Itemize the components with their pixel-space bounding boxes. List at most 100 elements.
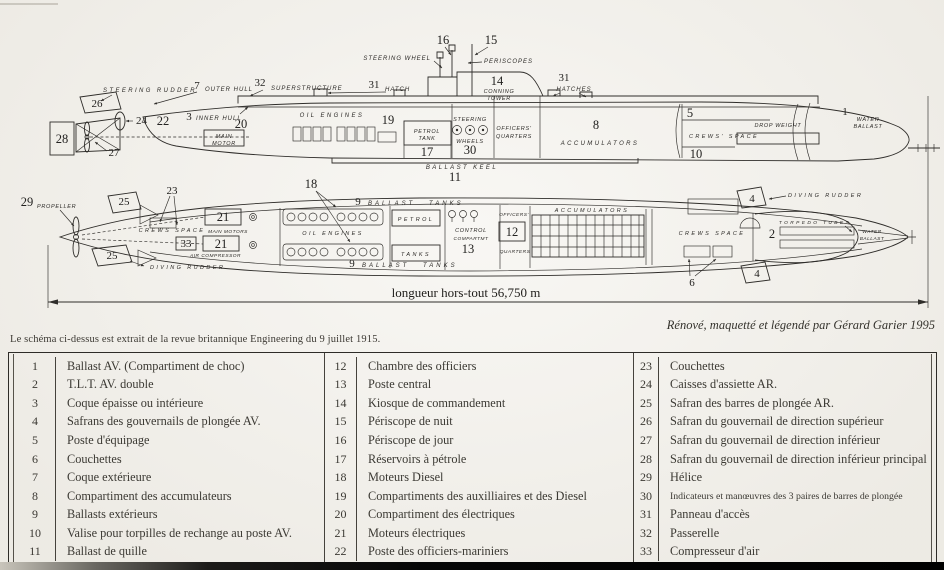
side-num-26: 26 — [92, 98, 104, 110]
plan-bulkheads — [279, 205, 754, 270]
table-row: 13 Poste central — [325, 375, 633, 395]
propeller-blade-lower — [84, 137, 90, 153]
side-label-outer-hull: OUTER HULL — [205, 87, 253, 93]
legend-number: 4 — [32, 414, 38, 429]
legend-text: Compartiment des électriques — [356, 505, 633, 524]
dimension-label: longueur hors-tout 56,750 m — [392, 285, 541, 300]
side-label-tank: TANK — [418, 136, 435, 142]
legend-text: Réservoirs à pétrole — [356, 449, 633, 469]
side-num-31-hatch: 31 — [369, 79, 380, 91]
ballast-keel-strip — [331, 158, 639, 164]
side-label-water-ballast: BALLAST — [853, 124, 882, 130]
side-label-steering: STEERING — [453, 117, 487, 123]
side-num-30: 30 — [464, 143, 477, 157]
plan-num-29: 29 — [21, 195, 34, 209]
conning-tower — [427, 71, 544, 97]
side-num-16: 16 — [437, 33, 450, 47]
legend-number: 22 — [334, 544, 347, 559]
side-label-petrol: PETROL — [414, 129, 440, 135]
legend-text: Ballast AV. (Compartiment de choc) — [55, 357, 324, 376]
side-num-28: 28 — [56, 132, 69, 146]
legend-text: Poste des officiers-mariniers — [356, 542, 633, 562]
legend-number: 30 — [640, 488, 652, 503]
periscope-masts — [436, 44, 473, 96]
source-note: Le schéma ci-dessus est extrait de la re… — [10, 334, 381, 345]
side-label-wheels: WHEELS — [456, 139, 483, 145]
table-row: 24 Caisses d'assiette AR. — [634, 375, 930, 395]
propeller-blade-upper — [84, 121, 90, 137]
legend-number: 31 — [640, 507, 652, 522]
credit-line: Rénové, maquetté et légendé par Gérard G… — [666, 318, 935, 332]
table-row: 19 Compartiments des auxilliaires et des… — [325, 486, 633, 506]
overall-length-dimension: longueur hors-tout 56,750 m — [47, 96, 929, 308]
side-label-tower: TOWER — [487, 96, 511, 102]
plan-label-control: CONTROL — [455, 228, 487, 234]
side-num-7: 7 — [194, 80, 200, 92]
table-row: 33 Compresseur d'air — [634, 542, 930, 562]
crew-gear-box — [149, 217, 177, 229]
plan-label-water: WATER — [862, 229, 881, 235]
legend-text: Safran des barres de plongée AR. — [658, 394, 930, 413]
legend-number: 1 — [32, 358, 38, 373]
side-num-5: 5 — [687, 106, 693, 120]
legend-text: Coque épaisse ou intérieure — [55, 394, 324, 413]
plan-label-ballast-tanks-bottom: BALLAST TANKS — [362, 263, 458, 269]
legend-table: 1 Ballast AV. (Compartiment de choc) 2 T… — [8, 352, 937, 570]
table-row: 21 Moteurs électriques — [325, 523, 633, 543]
plan-shafts — [81, 216, 206, 245]
accumulator-grid — [531, 214, 645, 258]
legend-number: 2 — [32, 377, 38, 392]
table-row: 14 Kiosque de commandement — [325, 394, 633, 413]
side-bulkheads — [451, 96, 811, 161]
officers-quarters-box — [498, 221, 526, 242]
side-label-accumulators: ACCUMULATORS — [560, 141, 640, 147]
main-motor-box-top — [204, 208, 242, 226]
legend-number: 24 — [640, 377, 652, 392]
table-row: 15 Périscope de nuit — [325, 412, 633, 432]
side-label-quarters: QUARTERS — [496, 134, 532, 140]
side-hatch-bumps — [313, 88, 593, 98]
side-num-20: 20 — [235, 117, 248, 131]
side-label-periscopes: PERISCOPES — [484, 59, 533, 65]
legend-number: 10 — [29, 525, 41, 540]
table-row: 29 Hélice — [634, 468, 930, 487]
legend-text: Caisses d'assiette AR. — [658, 375, 930, 395]
table-row: 30 Indicateurs et manœuvres des 3 paires… — [634, 486, 930, 506]
legend-text: Moteurs électriques — [356, 523, 633, 543]
bow-spar-ticks — [917, 144, 935, 152]
table-row: 5 Poste d'équipage — [15, 431, 324, 450]
legend-text: Hélice — [658, 468, 930, 487]
legend-text: Kiosque de commandement — [356, 394, 633, 413]
plan-label-crews-space-bow: CREWS SPACE — [679, 231, 746, 237]
legend-text: Safran du gouvernail de direction inféri… — [658, 431, 930, 450]
side-leaders — [94, 46, 587, 152]
table-row: 23 Couchettes — [634, 357, 930, 376]
crew-hatch-box — [687, 198, 739, 215]
plan-label-ballast-tanks-top: BALLAST TANKS — [368, 201, 464, 207]
side-label-hatch: HATCH — [385, 87, 410, 93]
plan-num-4-bottom: 4 — [754, 268, 760, 280]
table-row: 7 Coque extérieure — [15, 468, 324, 487]
legend-number: 8 — [32, 488, 38, 503]
legend-text: Poste d'équipage — [55, 431, 324, 450]
table-row: 17 Réservoirs à pétrole — [325, 449, 633, 469]
legend-number: 29 — [640, 470, 652, 485]
plan-view: 29 PROPELLER 25 25 23 DIVING RUDDER CREW… — [21, 177, 916, 289]
legend-number: 20 — [334, 507, 347, 522]
plan-num-33: 33 — [181, 238, 193, 250]
legend-number: 21 — [334, 525, 347, 540]
plan-label-torpedo-tubes: TORPEDO TUBES — [779, 220, 851, 226]
legend-number: 12 — [334, 358, 347, 373]
submarine-schematic: STEERING RUDDER 26 28 27 24 22 3 INNER H… — [0, 3, 940, 308]
plan-num-25-top: 25 — [119, 196, 131, 208]
plan-inner-hull-bottom — [149, 248, 863, 272]
legend-number: 17 — [334, 451, 347, 466]
plan-label-accumulators: ACCUMULATORS — [554, 208, 629, 214]
legend-text: Valise pour torpilles de rechange au pos… — [55, 523, 324, 543]
plan-label-air-compressor: AIR COMPRESSOR — [189, 253, 241, 259]
legend-text: Passerelle — [658, 523, 930, 543]
side-num-11: 11 — [449, 170, 461, 184]
plan-oil-engines — [282, 208, 384, 261]
side-label-ballast-keel: BALLAST KEEL — [426, 165, 498, 171]
legend-number: 14 — [334, 395, 347, 410]
